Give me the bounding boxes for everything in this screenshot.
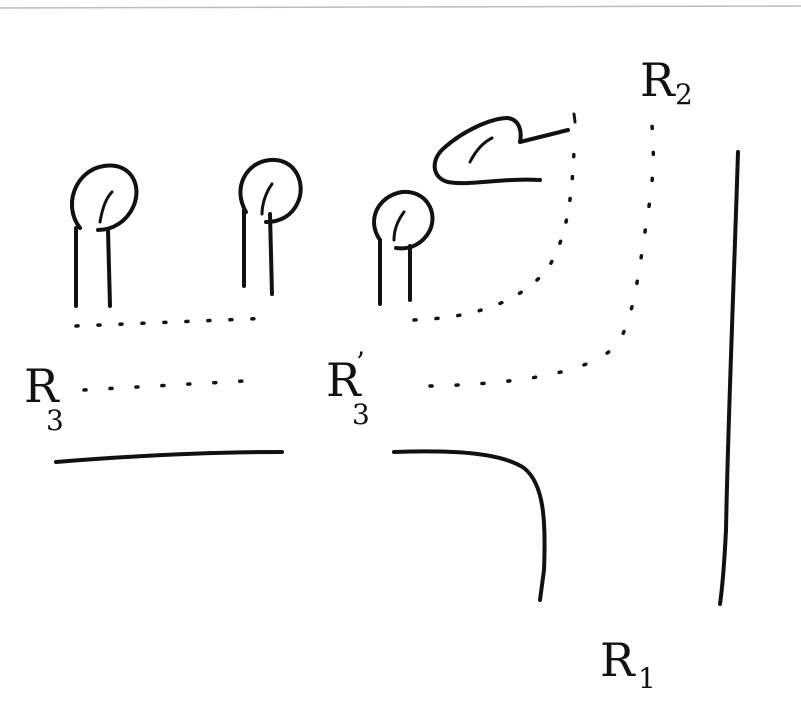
label-r3-prime-main: R — [326, 353, 362, 407]
loop-right-mark — [392, 210, 406, 242]
label-r3-prime: R ’ 3 — [326, 346, 370, 431]
lobe-upper-mark — [468, 136, 494, 164]
label-r2: R 2 — [640, 53, 693, 111]
lobe-upper-tick — [572, 112, 577, 124]
dotted-row-upper-left — [74, 316, 274, 328]
loop-middle-head — [238, 157, 303, 224]
lobe-upper — [432, 112, 577, 186]
loop-middle-stem-right — [268, 212, 274, 296]
dotted-row-lower-left — [82, 378, 264, 392]
scan-edge-line — [0, 5, 801, 9]
wall-corner — [392, 449, 547, 602]
dotted-path-outer — [428, 124, 656, 388]
label-r3-prime-sub: 3 — [352, 398, 370, 431]
label-r1: R 1 — [600, 633, 656, 695]
loop-left — [69, 163, 139, 308]
loop-middle-mark — [260, 182, 274, 216]
wall-right — [718, 150, 740, 606]
label-r3-sub: 3 — [46, 404, 64, 437]
lobe-upper-outline — [432, 116, 570, 186]
label-r1-main: R — [600, 633, 636, 687]
loop-left-head — [69, 163, 139, 232]
loop-left-stem-right — [106, 228, 112, 308]
label-r2-main: R — [640, 53, 676, 107]
loop-right — [372, 189, 435, 306]
loop-middle — [238, 157, 303, 296]
wall-lower-left — [54, 450, 284, 464]
label-r1-sub: 1 — [638, 662, 656, 695]
loop-right-head — [372, 189, 435, 251]
label-r3-prime-sup: ’ — [356, 346, 365, 379]
label-r3: R 3 — [24, 359, 64, 437]
loop-left-mark — [98, 190, 114, 224]
label-r2-sub: 2 — [675, 78, 693, 111]
label-r3-main: R — [24, 359, 60, 413]
